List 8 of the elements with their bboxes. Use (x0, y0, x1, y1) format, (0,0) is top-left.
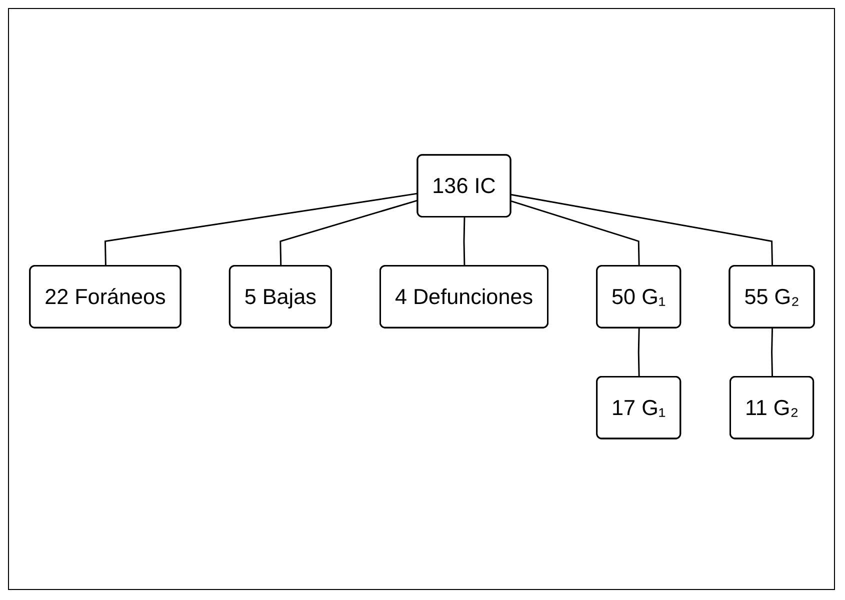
connector (462, 216, 465, 266)
connector (510, 194, 773, 266)
diagram-frame: 136 IC 22 Foráneos 5 Bajas 4 Defunciones 50 G₁ 55 G₂ 17 G₁ 11 G₂ (8, 8, 835, 590)
connector (770, 328, 773, 377)
connector (279, 199, 418, 266)
connector (510, 200, 640, 266)
connector (637, 328, 640, 377)
connector (104, 192, 418, 266)
